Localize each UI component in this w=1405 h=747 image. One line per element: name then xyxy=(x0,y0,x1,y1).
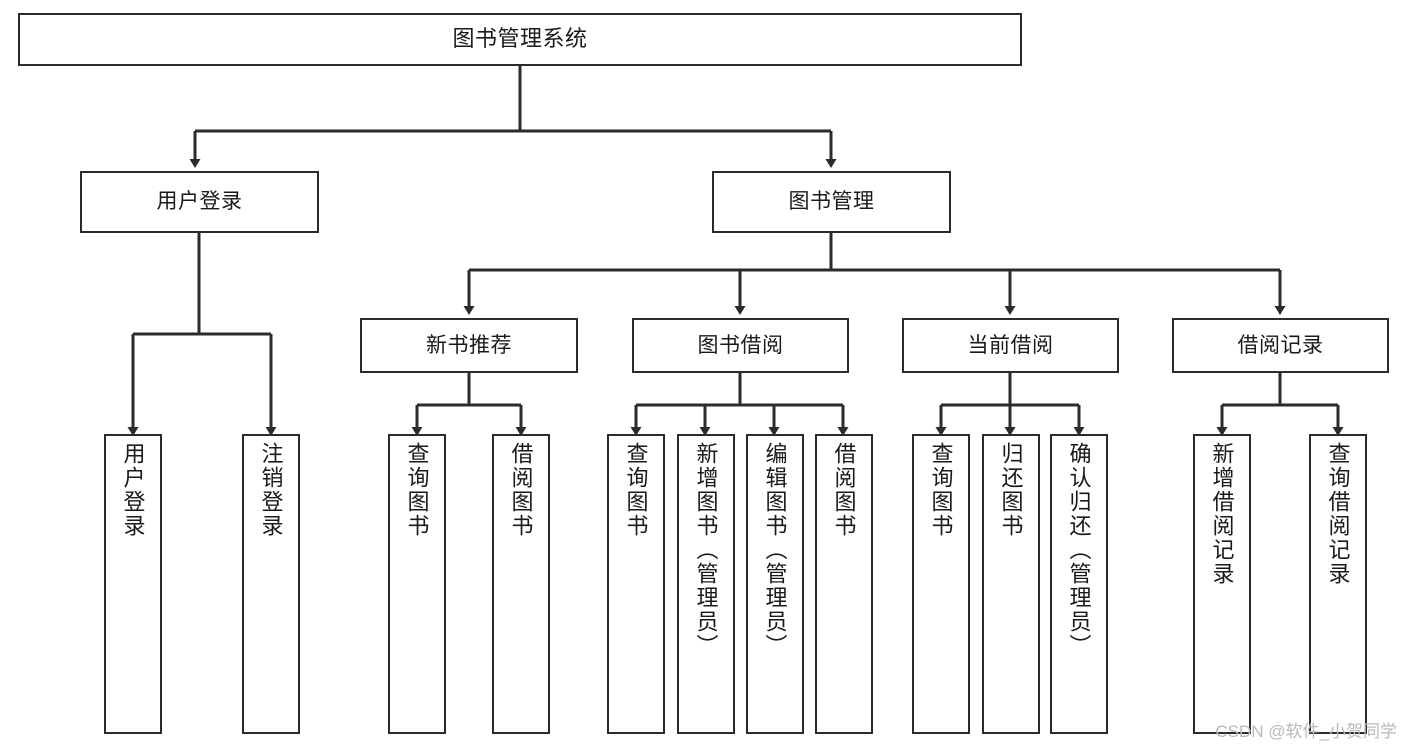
node-leaf-query-book-3[interactable]: 查询图书 xyxy=(912,434,970,734)
node-leaf-borrow-book-2[interactable]: 借阅图书 xyxy=(815,434,873,734)
node-leaf-confirm-return[interactable]: 确认归还（管理员） xyxy=(1050,434,1108,734)
node-label: 借阅图书 xyxy=(508,442,534,538)
node-label: 注销登录 xyxy=(258,442,284,538)
node-leaf-query-record[interactable]: 查询借阅记录 xyxy=(1309,434,1367,734)
node-label: 查询图书 xyxy=(404,442,430,538)
node-leaf-borrow-book-1[interactable]: 借阅图书 xyxy=(492,434,550,734)
node-root-book-management-system[interactable]: 图书管理系统 xyxy=(18,13,1022,66)
node-label: 借阅记录 xyxy=(1237,333,1324,357)
node-label: 图书管理系统 xyxy=(452,26,588,52)
node-label: 图书管理 xyxy=(788,190,875,214)
node-new-book-recommend[interactable]: 新书推荐 xyxy=(360,318,578,373)
node-borrow-record[interactable]: 借阅记录 xyxy=(1172,318,1389,373)
node-label: 确认归还（管理员） xyxy=(1066,442,1092,658)
node-user-login[interactable]: 用户登录 xyxy=(80,171,319,233)
node-label: 当前借阅 xyxy=(967,333,1054,357)
node-label: 查询图书 xyxy=(928,442,954,538)
node-label: 新增借阅记录 xyxy=(1209,442,1235,586)
node-leaf-query-book-1[interactable]: 查询图书 xyxy=(388,434,446,734)
node-leaf-edit-book[interactable]: 编辑图书（管理员） xyxy=(746,434,804,734)
node-label: 归还图书 xyxy=(998,442,1024,538)
node-current-borrow[interactable]: 当前借阅 xyxy=(902,318,1119,373)
node-label: 新书推荐 xyxy=(426,333,512,357)
node-label: 用户登录 xyxy=(156,190,243,214)
node-label: 查询借阅记录 xyxy=(1325,442,1351,586)
node-label: 用户登录 xyxy=(120,442,146,538)
node-leaf-logout-login[interactable]: 注销登录 xyxy=(242,434,300,734)
node-label: 新增图书（管理员） xyxy=(693,442,719,658)
node-leaf-add-record[interactable]: 新增借阅记录 xyxy=(1193,434,1251,734)
node-leaf-return-book[interactable]: 归还图书 xyxy=(982,434,1040,734)
node-label: 图书借阅 xyxy=(697,333,784,357)
node-book-management[interactable]: 图书管理 xyxy=(712,171,951,233)
node-leaf-user-login[interactable]: 用户登录 xyxy=(104,434,162,734)
node-label: 查询图书 xyxy=(623,442,649,538)
csdn-watermark: CSDN @软件_小贺同学 xyxy=(1215,722,1397,741)
node-label: 借阅图书 xyxy=(831,442,857,538)
node-leaf-query-book-2[interactable]: 查询图书 xyxy=(607,434,665,734)
node-book-borrow[interactable]: 图书借阅 xyxy=(632,318,849,373)
node-label: 编辑图书（管理员） xyxy=(762,442,788,658)
node-leaf-add-book[interactable]: 新增图书（管理员） xyxy=(677,434,735,734)
